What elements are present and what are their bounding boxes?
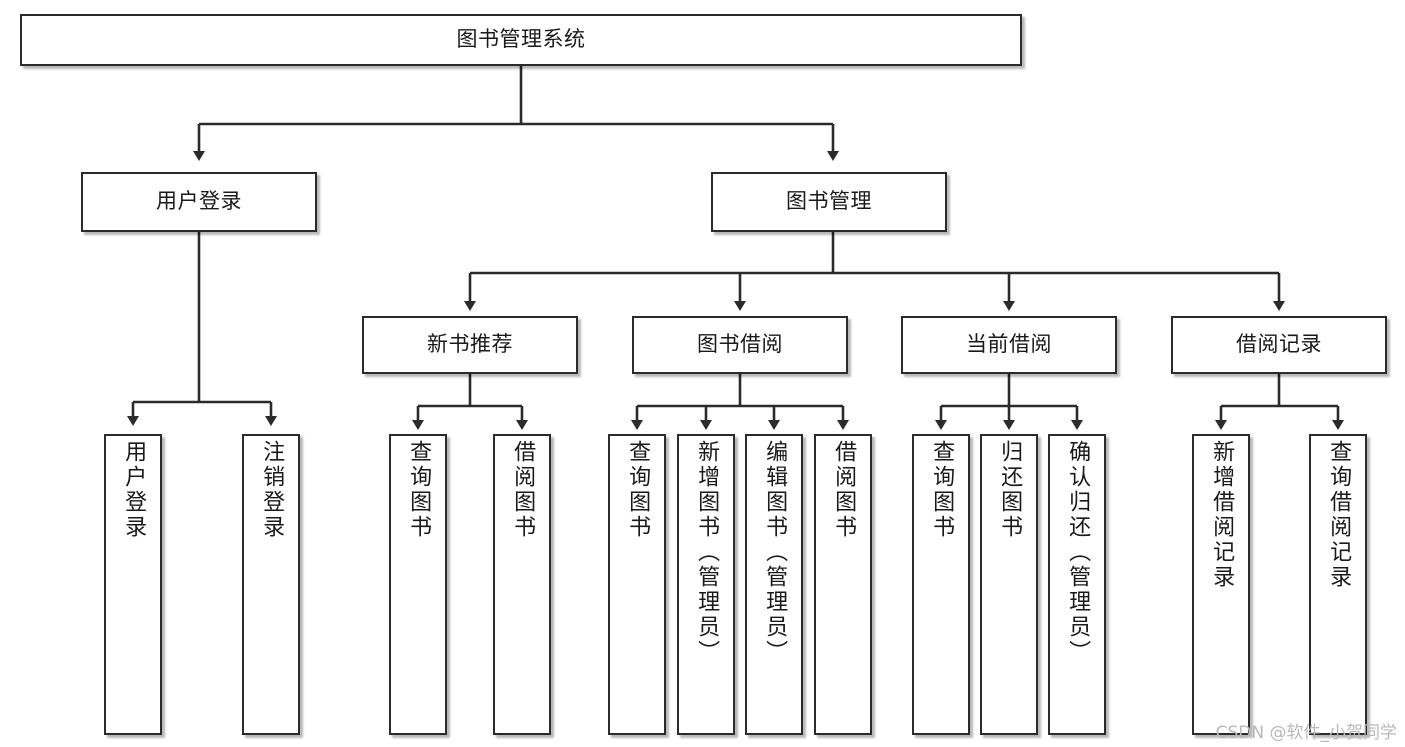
leaf-query-record[interactable]: 查询借阅记录 — [1309, 434, 1367, 735]
node-user-login-label: 用户登录 — [156, 189, 242, 214]
node-book-management[interactable]: 图书管理 — [711, 172, 947, 232]
node-borrow-records[interactable]: 借阅记录 — [1171, 316, 1387, 374]
leaf-borrow-book-1[interactable]: 借阅图书 — [493, 434, 551, 735]
csdn-watermark: CSDN @软件_小贺同学 — [1215, 723, 1397, 743]
leaf-add-book-label: 新增图书（管理员） — [694, 440, 720, 665]
node-new-book-recommend[interactable]: 新书推荐 — [362, 316, 578, 374]
leaf-user-login-label: 用户登录 — [121, 440, 147, 540]
node-book-management-label: 图书管理 — [786, 189, 872, 214]
node-user-login[interactable]: 用户登录 — [81, 172, 317, 232]
node-current-borrow[interactable]: 当前借阅 — [901, 316, 1117, 374]
leaf-return-book[interactable]: 归还图书 — [980, 434, 1038, 735]
node-book-borrow-label: 图书借阅 — [697, 332, 783, 357]
node-root-label: 图书管理系统 — [456, 27, 586, 52]
leaf-confirm-return-label: 确认归还（管理员） — [1065, 440, 1091, 665]
leaf-return-book-label: 归还图书 — [997, 440, 1023, 540]
leaf-borrow-book-2[interactable]: 借阅图书 — [814, 434, 872, 735]
leaf-user-login[interactable]: 用户登录 — [104, 434, 162, 735]
leaf-borrow-book-2-label: 借阅图书 — [831, 440, 857, 540]
node-root[interactable]: 图书管理系统 — [20, 14, 1022, 66]
node-new-book-recommend-label: 新书推荐 — [427, 332, 513, 357]
node-book-borrow[interactable]: 图书借阅 — [632, 316, 848, 374]
node-borrow-records-label: 借阅记录 — [1236, 332, 1322, 357]
node-current-borrow-label: 当前借阅 — [966, 332, 1052, 357]
leaf-add-book[interactable]: 新增图书（管理员） — [677, 434, 735, 735]
leaf-query-book-1[interactable]: 查询图书 — [389, 434, 447, 735]
leaf-logout-label: 注销登录 — [259, 440, 285, 540]
leaf-query-book-1-label: 查询图书 — [406, 440, 432, 540]
leaf-add-record-label: 新增借阅记录 — [1209, 440, 1235, 590]
leaf-confirm-return[interactable]: 确认归还（管理员） — [1048, 434, 1106, 735]
leaf-query-book-2-label: 查询图书 — [625, 440, 651, 540]
leaf-borrow-book-1-label: 借阅图书 — [510, 440, 536, 540]
leaf-query-book-3[interactable]: 查询图书 — [912, 434, 970, 735]
leaf-query-record-label: 查询借阅记录 — [1326, 440, 1352, 590]
leaf-edit-book[interactable]: 编辑图书（管理员） — [745, 434, 803, 735]
leaf-add-record[interactable]: 新增借阅记录 — [1192, 434, 1250, 735]
leaf-edit-book-label: 编辑图书（管理员） — [762, 440, 788, 665]
leaf-query-book-2[interactable]: 查询图书 — [608, 434, 666, 735]
leaf-query-book-3-label: 查询图书 — [929, 440, 955, 540]
leaf-logout[interactable]: 注销登录 — [242, 434, 300, 735]
